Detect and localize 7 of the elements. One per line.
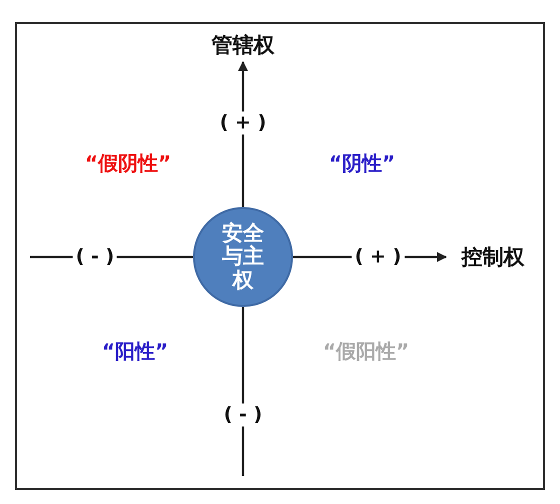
center-circle: 安全与主权 xyxy=(193,207,293,307)
quadrant-label: “阳性” xyxy=(102,341,168,361)
quadrant-label: “阴性” xyxy=(328,153,396,173)
quadrant-label: “假阴性” xyxy=(84,153,172,173)
axis-label: 管辖权 xyxy=(198,30,288,60)
axis-label: 控制权 xyxy=(448,242,538,272)
quadrant-label: “假阳性” xyxy=(322,341,410,361)
